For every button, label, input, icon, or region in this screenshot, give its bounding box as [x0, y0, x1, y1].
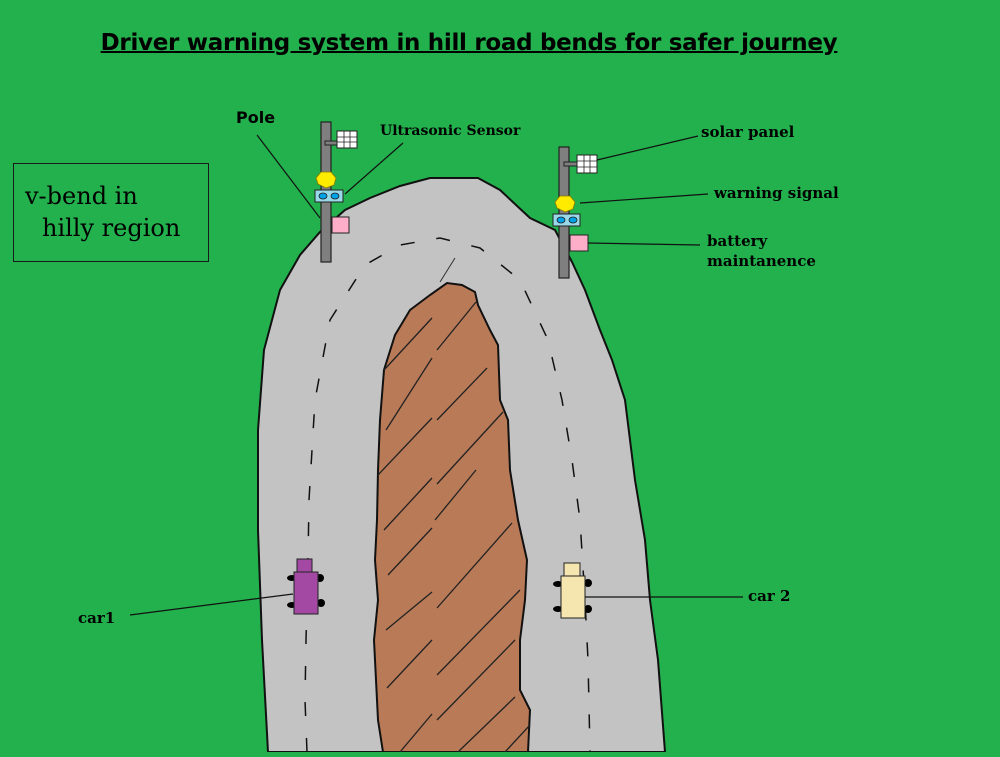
car2-icon: [553, 562, 592, 619]
hill-region: [372, 281, 532, 753]
hill-hatching: [377, 301, 531, 753]
leader-ultrasonic: [344, 142, 404, 195]
pole-right-shaft: [558, 146, 570, 279]
label-battery-line1: battery: [707, 232, 768, 250]
leader-lines: [129, 134, 743, 616]
label-warning-signal: warning signal: [714, 184, 839, 202]
car1-icon: [287, 558, 325, 615]
pole-left: [314, 121, 358, 263]
pole-right-arm: [563, 161, 579, 167]
crack-mark: [439, 257, 456, 283]
label-car1: car1: [78, 609, 116, 627]
leader-battery: [587, 242, 701, 246]
warning-light-icon: [315, 171, 337, 189]
diagram-title: Driver warning system in hill road bends…: [100, 30, 838, 56]
leader-warning: [579, 193, 709, 204]
label-solar-panel: solar panel: [701, 123, 795, 141]
leader-car1: [129, 593, 294, 616]
label-ultrasonic-sensor: Ultrasonic Sensor: [380, 123, 521, 139]
solar-panel-icon: [336, 130, 358, 149]
solar-panel-icon: [576, 154, 598, 174]
leader-pole: [256, 134, 321, 219]
pole-right: [552, 146, 598, 279]
ultrasonic-sensor-icon: [314, 189, 344, 203]
leader-solar: [596, 135, 699, 161]
battery-box-icon: [331, 216, 350, 234]
region-label-line1: v-bend in: [25, 182, 138, 210]
label-battery-line2: maintanence: [707, 252, 816, 270]
region-label-line2: hilly region: [42, 214, 181, 242]
label-car2: car 2: [748, 587, 791, 605]
label-pole: Pole: [236, 108, 276, 127]
warning-light-icon: [554, 195, 576, 213]
battery-box-icon: [569, 234, 589, 252]
ultrasonic-sensor-icon: [552, 213, 581, 227]
region-label-box: v-bend in hilly region: [13, 163, 209, 262]
